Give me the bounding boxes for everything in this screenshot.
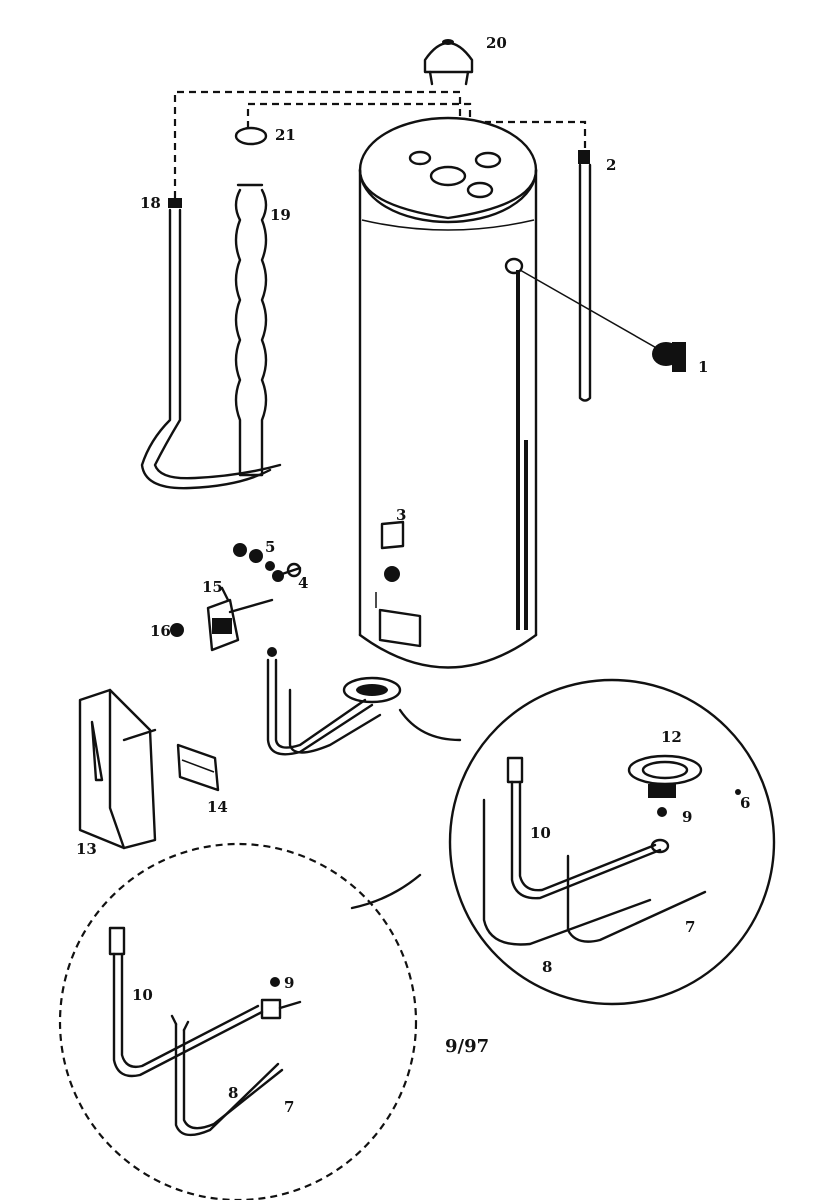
drain-valve-part [519,269,686,372]
label-7: 7 [685,918,695,936]
anode-rod-part [578,150,592,402]
label-1: 1 [698,358,708,376]
label-15: 15 [202,578,223,596]
detail-label-10: 10 [132,986,153,1004]
label-16: 16 [150,622,171,640]
label-18: 18 [140,194,161,212]
date-code: 9/97 [445,1036,489,1057]
label-14: 14 [207,798,228,816]
label-20: 20 [486,34,507,52]
dip-tube-part [140,198,282,490]
flue-baffle-part [234,183,268,477]
gas-valve-part [206,586,274,652]
label-21: 21 [275,126,296,144]
detail-label-7: 7 [284,1098,294,1116]
part-labels: 1 2 3 4 5 6 7 8 9 10 12 13 14 15 16 18 1… [76,34,750,1116]
label-2: 2 [606,156,616,174]
outer-door-part [78,688,157,850]
detail-circle-left [58,842,422,1200]
label-9: 9 [682,808,692,826]
screws-washers-part [233,543,302,582]
inner-door-part [176,743,220,792]
label-5: 5 [265,538,275,556]
label-10: 10 [530,824,551,842]
label-8: 8 [542,958,552,976]
label-13: 13 [76,840,97,858]
water-heater-tank [358,116,538,669]
detail-label-9: 9 [284,974,294,992]
label-19: 19 [270,206,291,224]
label-6: 6 [740,794,750,812]
label-plate-part [380,520,405,550]
label-12: 12 [661,728,682,746]
draft-hood-part [423,39,474,86]
label-3: 3 [396,506,406,524]
detail-circle-right [398,678,776,1006]
burner-assembly-main [266,647,402,756]
label-4: 4 [298,574,308,592]
gasket-ring-part [234,126,268,146]
detail-label-8: 8 [228,1084,238,1102]
nut-part [170,623,184,637]
